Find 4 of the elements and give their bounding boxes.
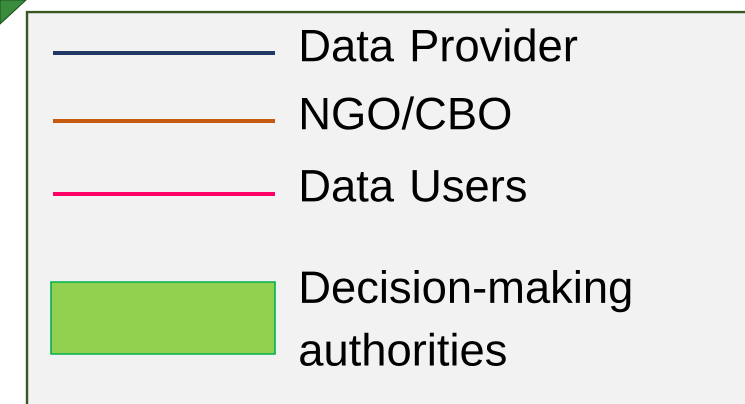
- legend-label: Data Provider: [302, 28, 578, 62]
- legend-label: Decision-making authorities: [300, 270, 630, 366]
- legend-label: NGO/CBO: [302, 96, 510, 130]
- legend-label: Data Users: [302, 170, 526, 202]
